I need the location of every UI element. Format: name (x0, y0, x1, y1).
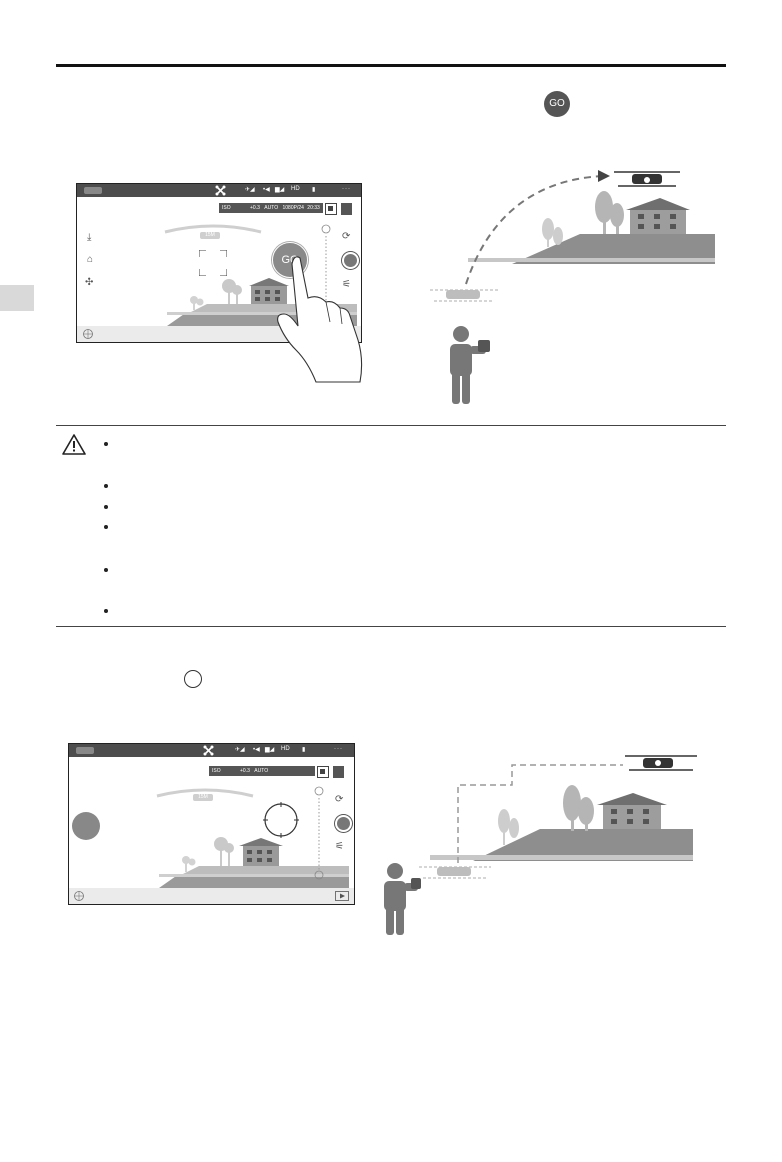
gps-signal-icon-2: ✈◢ (235, 747, 245, 753)
focal-label: 15M (200, 232, 220, 239)
direction-flight-illustration (384, 755, 697, 935)
wb-mode-label: AUTO (264, 205, 279, 211)
shutter-button-2[interactable] (335, 815, 352, 832)
obstacle-icon: •◀ (263, 187, 270, 193)
camera-switch-icon-2[interactable]: ⟳ (335, 794, 344, 805)
tapfly-flight-illustration (430, 170, 715, 404)
ev-label: +0.3 (250, 205, 260, 211)
tapping-hand-illustration (277, 256, 363, 383)
pilot-person-icon-2 (384, 863, 421, 935)
zoom-slider-2[interactable] (314, 786, 324, 881)
direction-tap-circle[interactable] (72, 812, 100, 840)
camera-switch-icon[interactable]: ⟳ (342, 231, 351, 242)
focal-label-2: 15M (193, 794, 213, 801)
tapfly-mode-icon-2[interactable] (203, 745, 214, 756)
lock-button-2[interactable] (333, 766, 344, 778)
battery-icon: ▮ (312, 187, 316, 193)
caution-bullet-4 (104, 525, 108, 529)
caution-bullet-6 (104, 609, 108, 613)
capacity-label: 20:33 (307, 205, 320, 211)
chapter-tab (0, 285, 34, 311)
shutter-button[interactable] (342, 252, 359, 269)
warning-triangle-icon (62, 434, 86, 455)
camera-settings-icon-2[interactable]: ⚟ (335, 841, 344, 852)
caution-divider-top (56, 425, 726, 426)
camera-settings-icon[interactable]: ⚟ (342, 279, 351, 290)
caution-bullet-5 (104, 568, 108, 572)
gps-signal-icon: ✈◢ (245, 187, 255, 193)
drone-destination-icon-2 (625, 755, 697, 771)
obstacle-icon-2: •◀ (253, 747, 260, 753)
drone-destination-icon (614, 171, 680, 187)
top-rule (56, 64, 726, 67)
app-screen-tapfly: ✈◢ •◀ ▆◢ HD ▮ ··· ISO +0.3 AUTO 1080P/24… (76, 183, 362, 343)
takeoff-icon[interactable]: ⤓ (87, 232, 92, 243)
wb-mode-label-2: AUTO (254, 768, 269, 774)
attitude-arc (164, 224, 262, 234)
intelligent-flight-icon[interactable]: ✣ (85, 277, 94, 288)
camera-settings-bar[interactable]: ISO +0.3 AUTO 1080P/24 20:33 (219, 203, 323, 213)
more-menu-icon[interactable]: ··· (342, 186, 351, 192)
drone-start-icon-2 (419, 866, 491, 879)
attitude-arc-2 (156, 788, 254, 798)
camera-mode-toggle[interactable] (325, 203, 337, 215)
rc-signal-icon-2: ▆◢ (265, 747, 275, 753)
rc-signal-icon: ▆◢ (275, 187, 285, 193)
return-home-icon[interactable]: ⌂ (87, 254, 94, 265)
status-bar-2 (69, 888, 354, 904)
drone-start-icon (430, 289, 498, 302)
hd-signal-label: HD (291, 186, 300, 192)
landscape-scene-2 (159, 837, 349, 888)
caution-bullet-2 (104, 484, 108, 488)
camera-settings-bar-2[interactable]: ISO +0.3 AUTO (209, 766, 315, 776)
dji-logo-icon (84, 187, 102, 194)
app-top-bar-2: ✈◢ •◀ ▆◢ HD ▮ ··· (69, 744, 354, 757)
map-radar-icon-2[interactable] (74, 891, 84, 901)
caution-bullet-3 (104, 505, 108, 509)
tapfly-mode-icon[interactable] (215, 185, 226, 196)
app-screen-direction: ✈◢ •◀ ▆◢ HD ▮ ··· ISO +0.3 AUTO 15M (68, 743, 355, 905)
hd-signal-label-2: HD (281, 746, 290, 752)
camera-mode-toggle-2[interactable] (317, 766, 329, 778)
dji-logo-icon-2 (76, 747, 94, 754)
caution-divider-bottom (56, 626, 726, 627)
pilot-person-icon (450, 326, 490, 404)
playback-icon-2[interactable] (335, 891, 349, 901)
iso-label-2: ISO (212, 768, 221, 774)
go-button-icon: GO (544, 91, 570, 117)
direction-target-icon[interactable] (263, 802, 299, 838)
map-radar-icon[interactable] (83, 329, 93, 339)
lock-button[interactable] (341, 203, 352, 215)
ev-label-2: +0.3 (240, 768, 250, 774)
battery-icon-2: ▮ (302, 747, 306, 753)
more-menu-icon-2[interactable]: ··· (334, 746, 343, 752)
iso-label: ISO (222, 205, 231, 211)
circle-button-icon (184, 670, 202, 688)
app-top-bar: ✈◢ •◀ ▆◢ HD ▮ ··· (77, 184, 361, 197)
resolution-label: 1080P/24 (282, 205, 304, 211)
caution-bullet-1 (104, 442, 108, 446)
